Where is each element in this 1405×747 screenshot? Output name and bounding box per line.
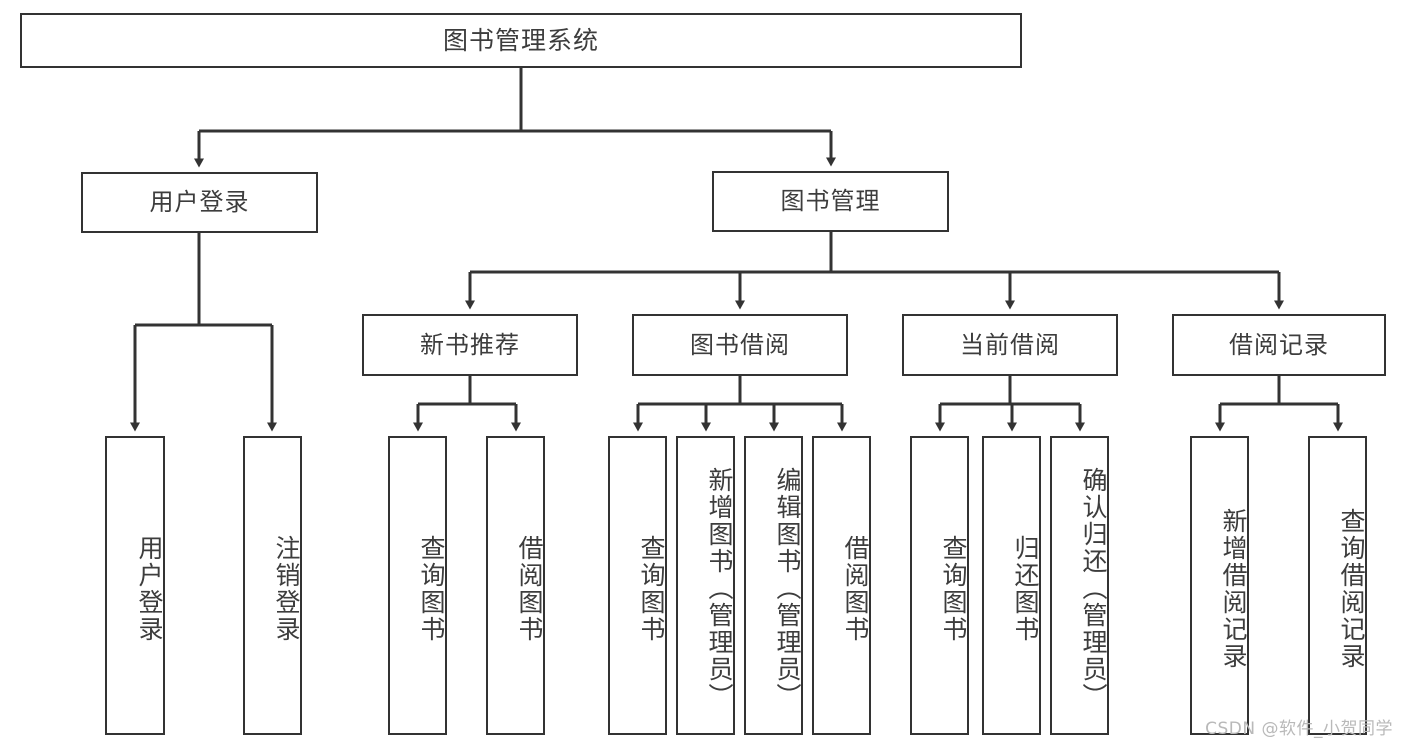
- node-user-login-label: 用户登录: [149, 188, 250, 217]
- node-book-borrow[interactable]: 图书借阅: [632, 314, 848, 376]
- node-current-borrow[interactable]: 当前借阅: [902, 314, 1118, 376]
- csdn-watermark: CSDN @软件_小贺同学: [1205, 719, 1393, 739]
- leaf-query-record-label: 查询借阅记录: [1337, 507, 1366, 670]
- leaf-query-book-3[interactable]: 查询图书: [910, 436, 969, 735]
- node-borrow-record[interactable]: 借阅记录: [1172, 314, 1386, 376]
- leaf-query-record[interactable]: 查询借阅记录: [1308, 436, 1367, 735]
- node-user-login[interactable]: 用户登录: [81, 172, 318, 233]
- leaf-add-book[interactable]: 新增图书（管理员）: [676, 436, 735, 735]
- leaf-borrow-book-1-label: 借阅图书: [515, 534, 544, 643]
- leaf-user-login-label: 用户登录: [135, 534, 164, 643]
- leaf-query-book-3-label: 查询图书: [939, 534, 968, 643]
- leaf-query-book-1-label: 查询图书: [417, 534, 446, 643]
- leaf-return-book-label: 归还图书: [1011, 534, 1040, 643]
- leaf-user-logout[interactable]: 注销登录: [243, 436, 302, 735]
- leaf-edit-book-label: 编辑图书（管理员）: [773, 467, 802, 710]
- node-root[interactable]: 图书管理系统: [20, 13, 1022, 68]
- leaf-add-book-label: 新增图书（管理员）: [705, 467, 734, 710]
- node-book-borrow-label: 图书借阅: [690, 330, 790, 359]
- leaf-user-logout-label: 注销登录: [272, 534, 301, 643]
- leaf-add-record[interactable]: 新增借阅记录: [1190, 436, 1249, 735]
- node-new-book-recommend-label: 新书推荐: [420, 330, 520, 359]
- leaf-confirm-return-label: 确认归还（管理员）: [1079, 467, 1108, 710]
- node-new-book-recommend[interactable]: 新书推荐: [362, 314, 578, 376]
- leaf-borrow-book-2-label: 借阅图书: [841, 534, 870, 643]
- leaf-add-record-label: 新增借阅记录: [1219, 507, 1248, 670]
- leaf-query-book-2-label: 查询图书: [637, 534, 666, 643]
- node-book-manage-label: 图书管理: [780, 187, 881, 216]
- leaf-query-book-2[interactable]: 查询图书: [608, 436, 667, 735]
- node-root-label: 图书管理系统: [442, 25, 599, 55]
- leaf-borrow-book-2[interactable]: 借阅图书: [812, 436, 871, 735]
- leaf-borrow-book-1[interactable]: 借阅图书: [486, 436, 545, 735]
- node-current-borrow-label: 当前借阅: [960, 330, 1060, 359]
- node-book-manage[interactable]: 图书管理: [712, 171, 949, 232]
- node-borrow-record-label: 借阅记录: [1229, 330, 1329, 359]
- leaf-edit-book[interactable]: 编辑图书（管理员）: [744, 436, 803, 735]
- leaf-user-login[interactable]: 用户登录: [105, 436, 165, 735]
- leaf-query-book-1[interactable]: 查询图书: [388, 436, 447, 735]
- leaf-return-book[interactable]: 归还图书: [982, 436, 1041, 735]
- leaf-confirm-return[interactable]: 确认归还（管理员）: [1050, 436, 1109, 735]
